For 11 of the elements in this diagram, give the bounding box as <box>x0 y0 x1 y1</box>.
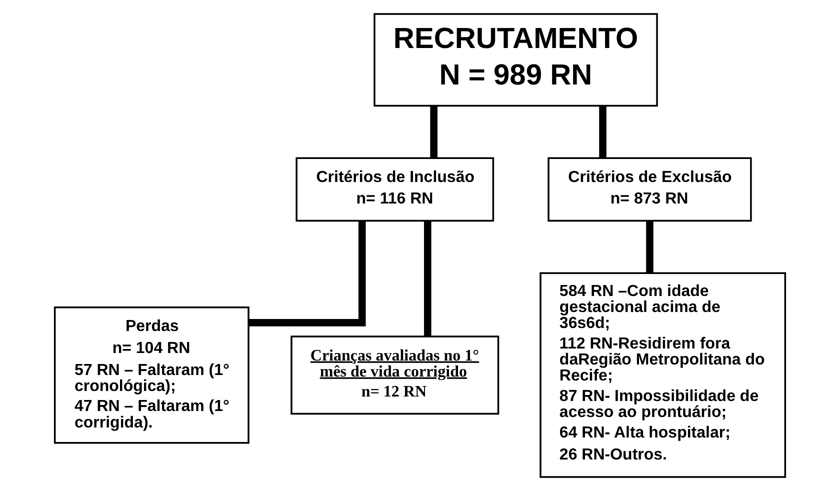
connector <box>646 220 653 273</box>
node-box: Critérios de Inclusão n= 116 RN <box>295 157 494 222</box>
node-box: Critérios de Exclusão n= 873 RN <box>547 157 752 222</box>
connector <box>248 221 366 326</box>
connector <box>598 106 606 158</box>
connector <box>424 220 431 336</box>
node-box: RECRUTAMENTO N = 989 RN <box>373 13 658 107</box>
node-box: 584 RN –Com idade gestacional acima de 36s6d; 112 RN-Residirem fora daRegião Metropolitana do Recife; 87 RN- Impossibilidade de acesso ao prontuário; 64 RN- Alta hospitalar; 26 RN-Outros. <box>539 272 786 478</box>
node-box: Crianças avaliadas no 1° mês de vida corrigido n= 12 RN <box>290 336 499 415</box>
connector <box>430 106 437 158</box>
node-box: Perdas n= 104 RN 57 RN – Faltaram (1° cronológica); 47 RN – Faltaram (1° corrigida). <box>53 306 249 444</box>
